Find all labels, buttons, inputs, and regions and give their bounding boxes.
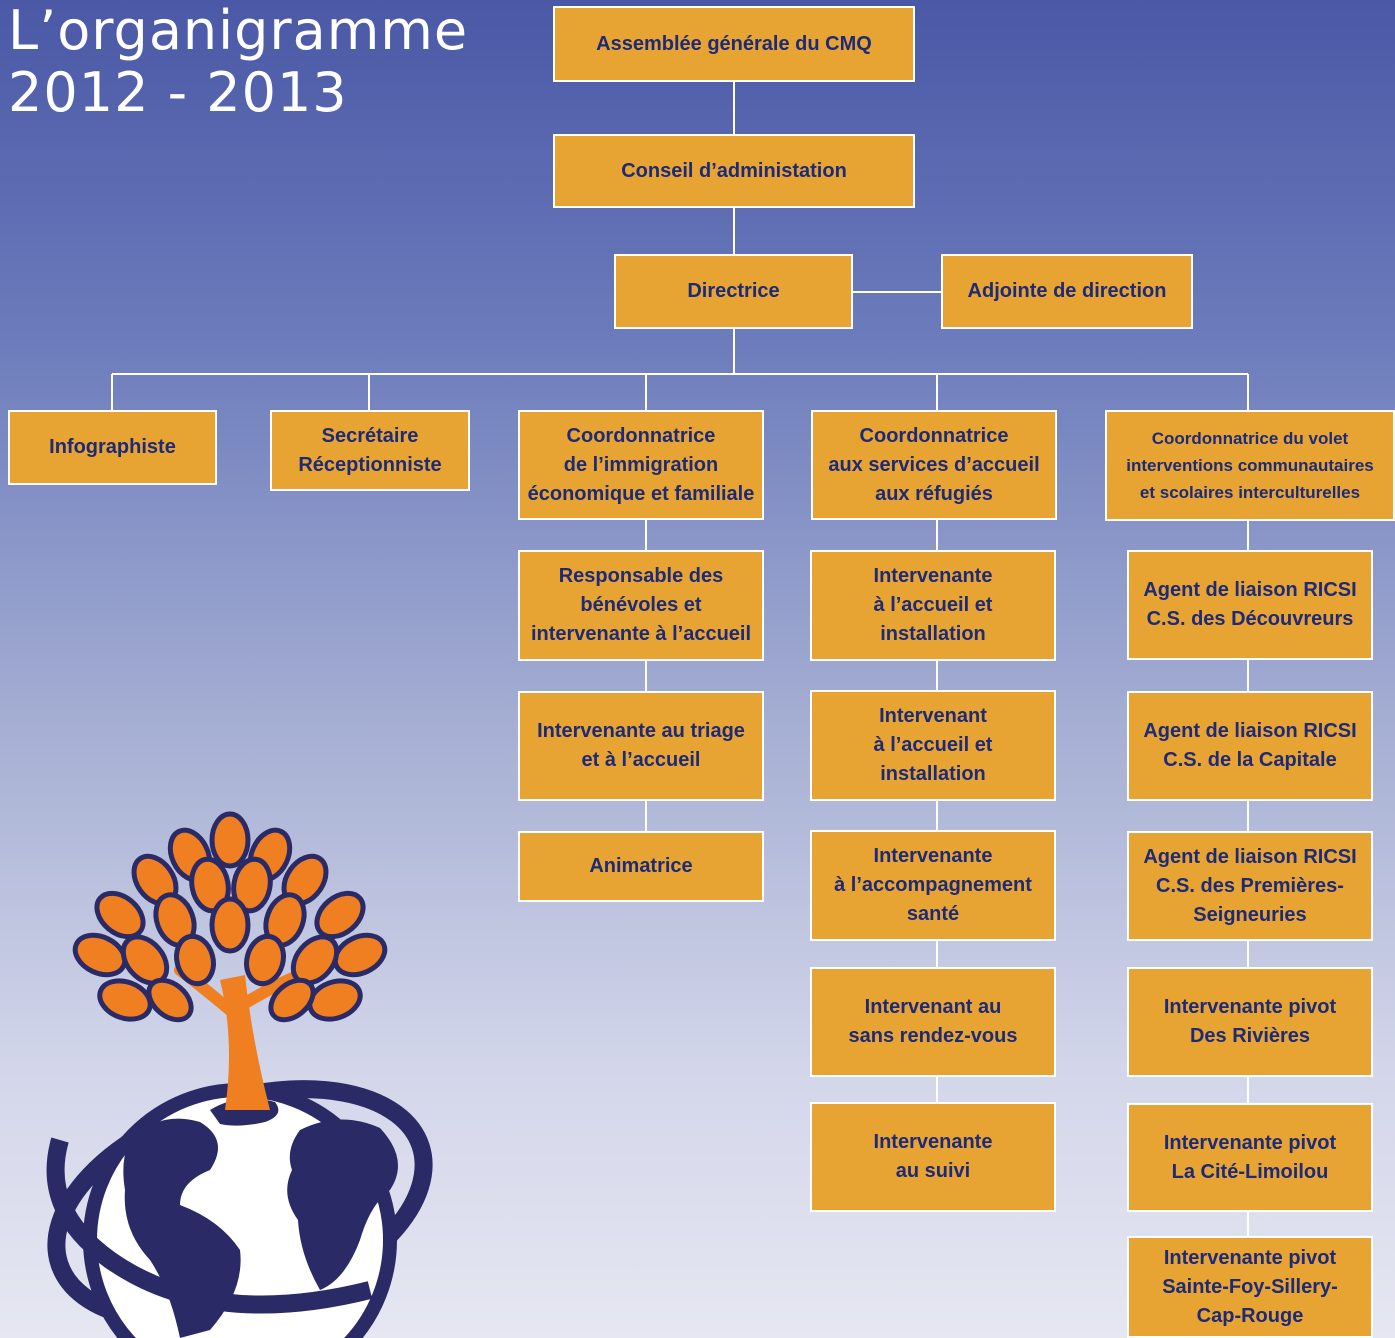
- box-agent-decouvreurs: Agent de liaison RICSI C.S. des Découvre…: [1127, 550, 1373, 660]
- continent-americas: [123, 1118, 241, 1338]
- box-adjointe-direction: Adjointe de direction: [941, 254, 1193, 329]
- box-intervenante-sante: Intervenante à l’accompagnement santé: [810, 830, 1056, 941]
- box-pivot-la-cite-limoilou: Intervenante pivot La Cité-Limoilou: [1127, 1103, 1373, 1212]
- box-secretaire-receptionniste: Secrétaire Réceptionniste: [270, 410, 470, 491]
- tree-on-globe-logo: [46, 811, 433, 1338]
- box-agent-premieres-seigneuries: Agent de liaison RICSI C.S. des Première…: [1127, 831, 1373, 941]
- box-agent-capitale: Agent de liaison RICSI C.S. de la Capita…: [1127, 691, 1373, 801]
- box-intervenante-suivi: Intervenante au suivi: [810, 1102, 1056, 1212]
- box-coord-interventions: Coordonnatrice du volet interventions co…: [1105, 410, 1395, 521]
- box-coord-immigration: Coordonnatrice de l’immigration économiq…: [518, 410, 764, 520]
- page-title: L’organigramme 2012 - 2013: [8, 0, 468, 124]
- title-line-1: L’organigramme: [8, 0, 469, 62]
- box-pivot-des-rivieres: Intervenante pivot Des Rivières: [1127, 967, 1373, 1077]
- box-conseil-administration: Conseil d’administation: [553, 134, 915, 208]
- continent-europe-africa: [287, 1119, 398, 1290]
- box-directrice: Directrice: [614, 254, 853, 329]
- box-coord-refugies: Coordonnatrice aux services d’accueil au…: [811, 410, 1057, 520]
- box-assemblee-generale: Assemblée générale du CMQ: [553, 6, 915, 82]
- box-responsable-benevoles: Responsable des bénévoles et intervenant…: [518, 550, 764, 661]
- box-intervenante-triage: Intervenante au triage et à l’accueil: [518, 691, 764, 801]
- box-pivot-sainte-foy: Intervenante pivot Sainte-Foy-Sillery- C…: [1127, 1236, 1373, 1338]
- title-line-2: 2012 - 2013: [8, 61, 348, 124]
- box-infographiste: Infographiste: [8, 410, 217, 485]
- box-intervenant-accueil-installation: Intervenant à l’accueil et installation: [810, 690, 1056, 801]
- box-animatrice: Animatrice: [518, 831, 764, 902]
- box-intervenant-sans-rdv: Intervenant au sans rendez-vous: [810, 967, 1056, 1077]
- box-intervenante-accueil-installation: Intervenante à l’accueil et installation: [810, 550, 1056, 661]
